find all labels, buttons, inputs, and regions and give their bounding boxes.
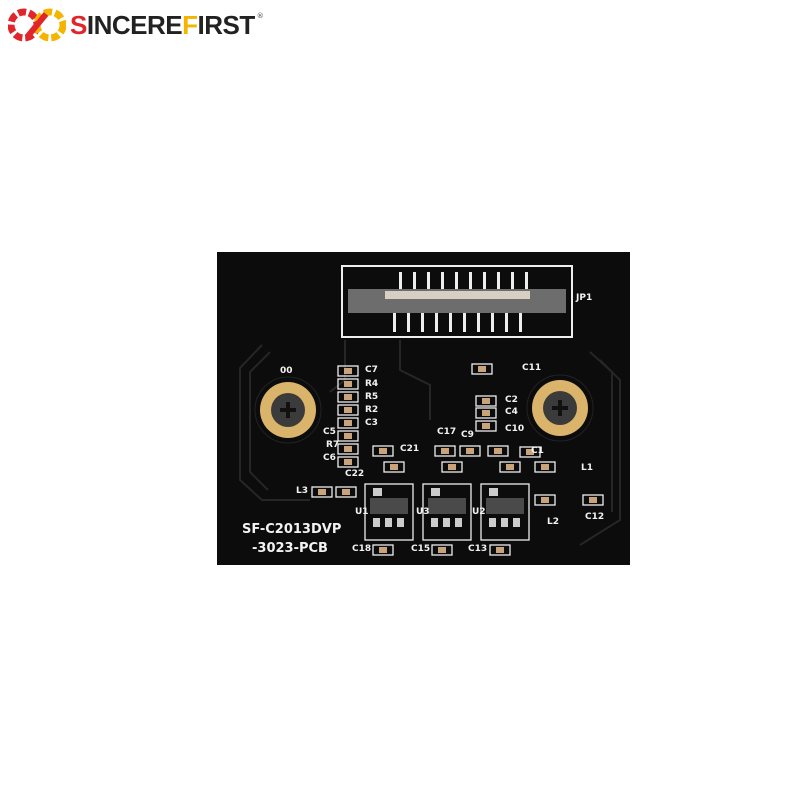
connector-pin (407, 312, 410, 332)
connector-pin (413, 272, 416, 290)
connector-pin (511, 272, 514, 290)
fpc-connector (341, 265, 573, 338)
smd-component (311, 486, 333, 498)
brand-logo: SINCEREFIRST ® (8, 8, 264, 42)
component-label-c7: C7 (365, 365, 378, 375)
smd-component (383, 461, 405, 473)
smd-component (471, 363, 493, 375)
connector-pin (449, 312, 452, 332)
connector-pin (455, 272, 458, 290)
component-label-r5: R5 (365, 392, 378, 402)
model-label-line1: SF-C2013DVP (242, 522, 341, 537)
connector-pin (393, 312, 396, 332)
component-label-c12: C12 (585, 512, 604, 522)
connector-pin (491, 312, 494, 332)
connector-pin (469, 272, 472, 290)
component-label-c17: C17 (437, 427, 456, 437)
component-label-l2: L2 (547, 517, 559, 527)
smd-component (499, 461, 521, 473)
smd-component (519, 446, 541, 458)
smd-component (337, 404, 359, 416)
smd-component (431, 544, 453, 556)
smd-component (337, 443, 359, 455)
smd-component (337, 365, 359, 377)
connector-label: JP1 (575, 293, 592, 303)
component-label-c2: C2 (505, 395, 518, 405)
smd-component (475, 420, 497, 432)
connector-pin (525, 272, 528, 290)
component-label-c13: C13 (468, 544, 487, 554)
component-label-l1: L1 (581, 463, 593, 473)
smd-component (335, 486, 357, 498)
component-label-u2: U2 (472, 507, 486, 517)
component-label-r4: R4 (365, 379, 378, 389)
smd-component (534, 461, 556, 473)
smd-component (337, 391, 359, 403)
pcb-traces (239, 340, 621, 546)
brand-incere: INCERE (86, 9, 183, 40)
smd-component (534, 494, 556, 506)
logo-mark-icon (8, 8, 66, 42)
smd-component (489, 544, 511, 556)
component-label-c11: C11 (522, 363, 541, 373)
mounting-screw (254, 376, 322, 444)
component-label-u1: U1 (355, 507, 369, 517)
smd-component (372, 445, 394, 457)
component-label-c3: C3 (365, 418, 378, 428)
component-label-c21: C21 (400, 444, 419, 454)
smd-component (441, 461, 463, 473)
mounting-screw (526, 374, 594, 442)
connector-pin (477, 312, 480, 332)
smd-component (337, 378, 359, 390)
regulator-chip (480, 483, 530, 541)
regulator-chip (422, 483, 472, 541)
component-label-r7: R7 (326, 440, 339, 450)
connector-pin (483, 272, 486, 290)
component-label-c22: C22 (345, 469, 364, 479)
component-label-c10: C10 (505, 424, 524, 434)
smd-component (372, 544, 394, 556)
smd-component (337, 417, 359, 429)
component-label-c9: C9 (461, 430, 474, 440)
connector-pin (497, 272, 500, 290)
smd-component (434, 445, 456, 457)
smd-component (475, 407, 497, 419)
connector-pin (435, 312, 438, 332)
component-label-c6: C6 (323, 453, 336, 463)
smd-component (459, 445, 481, 457)
connector-pin (519, 312, 522, 332)
component-label-c18: C18 (352, 544, 371, 554)
connector-pin (505, 312, 508, 332)
connector-pin (421, 312, 424, 332)
component-label-u3: U3 (416, 507, 430, 517)
smd-component (475, 395, 497, 407)
regulator-chip (364, 483, 414, 541)
brand-irst: IRST (197, 9, 255, 40)
component-label-c15: C15 (411, 544, 430, 554)
component-label-c1: C1 (531, 446, 544, 456)
smd-component (337, 430, 359, 442)
brand-name: SINCEREFIRST (70, 10, 255, 41)
brand-f: F (182, 9, 198, 40)
component-label-c5: C5 (323, 427, 336, 437)
component-label-l3: L3 (296, 486, 308, 496)
connector-pin (399, 272, 402, 290)
component-label-r2: R2 (365, 405, 378, 415)
hole-label: 00 (280, 366, 293, 376)
connector-pin (463, 312, 466, 332)
brand-s: S (70, 9, 87, 40)
smd-component (582, 494, 604, 506)
model-label-line2: -3023-PCB (252, 541, 328, 556)
smd-component (337, 456, 359, 468)
smd-component (487, 445, 509, 457)
registered-mark: ® (256, 12, 264, 20)
connector-pin (441, 272, 444, 290)
component-label-c4: C4 (505, 407, 518, 417)
connector-pin (427, 272, 430, 290)
